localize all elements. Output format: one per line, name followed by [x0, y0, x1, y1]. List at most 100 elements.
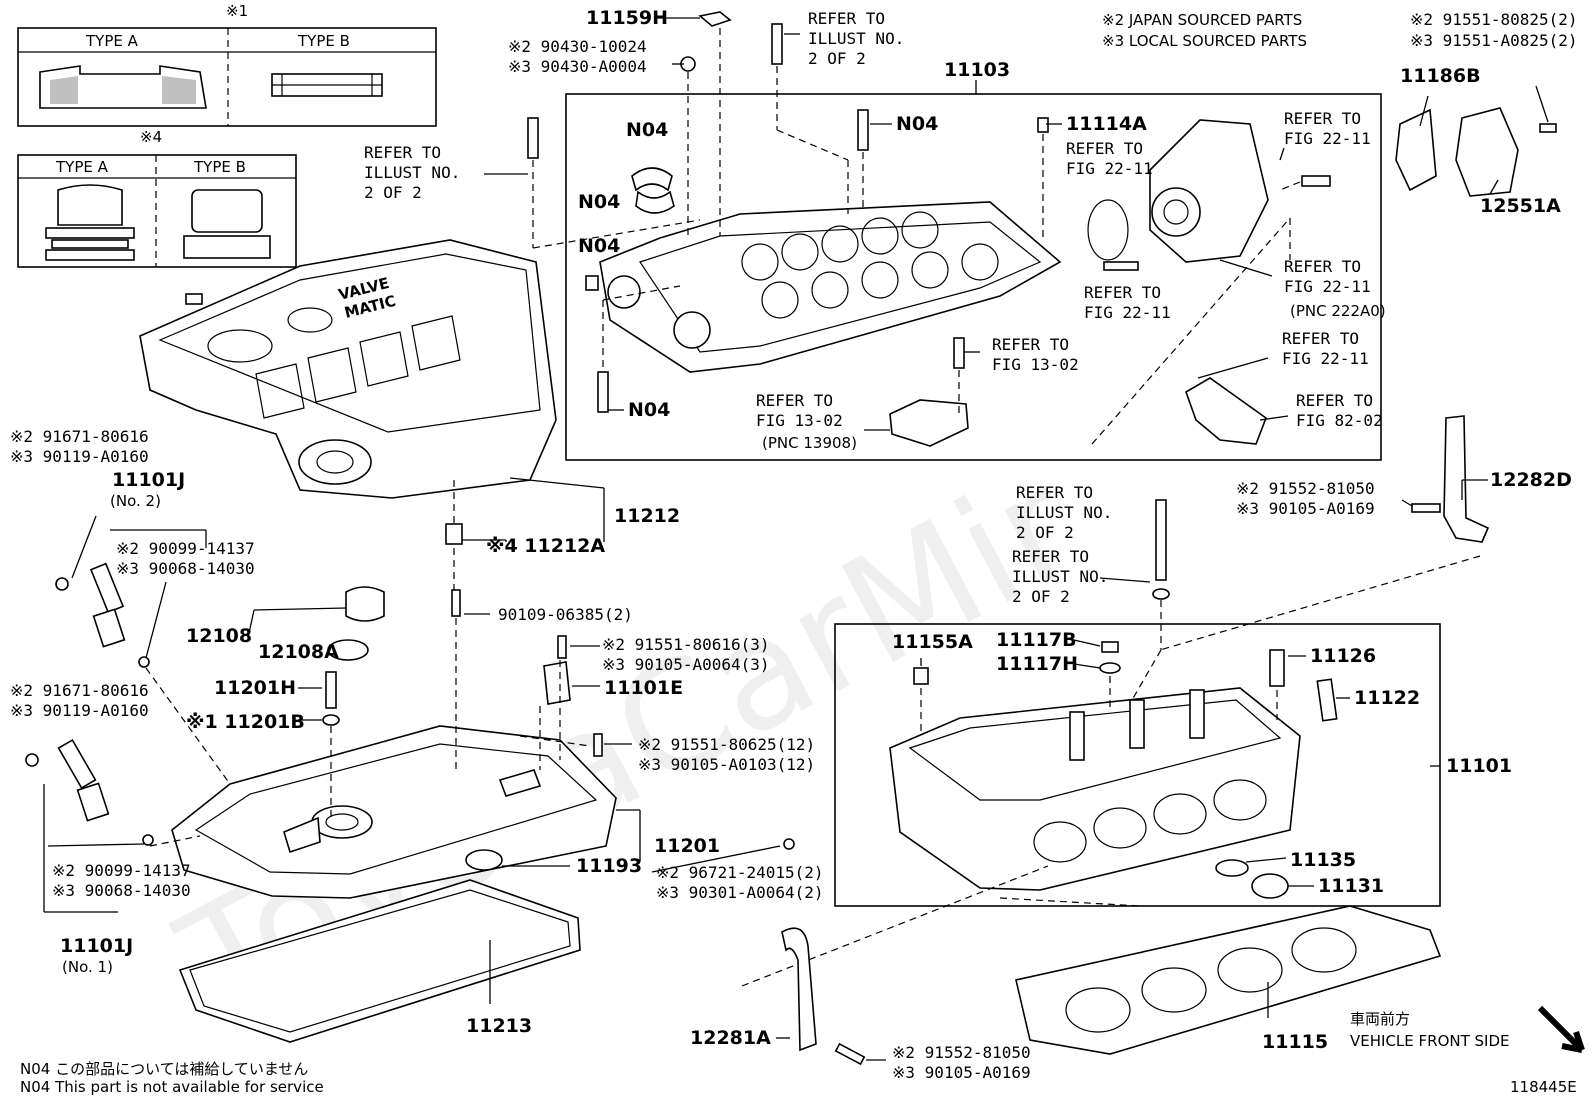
inset-type-gasket: ※1 TYPE A TYPE B	[17, 2, 437, 127]
plug-type-a	[57, 184, 123, 226]
label-n04-b[interactable]: N04	[578, 191, 620, 213]
part-90301-a0064[interactable]: ※3 90301-A0064(2)	[656, 883, 824, 902]
refer-mid-a2: ILLUST NO.	[1016, 503, 1112, 522]
inset-type-b-label: TYPE B	[297, 32, 350, 50]
bolt-91551-80616	[557, 635, 567, 659]
part-91551-80825[interactable]: ※2 91551-80825(2)	[1410, 10, 1578, 29]
bolt-refer-left	[527, 117, 539, 159]
part-91552-81050-bottom[interactable]: ※2 91552-81050	[892, 1043, 1031, 1062]
label-11135[interactable]: 11135	[1290, 849, 1356, 871]
label-n04-e[interactable]: N04	[628, 399, 670, 421]
plug-11212a	[445, 523, 463, 545]
bearing-n04-lower	[635, 190, 675, 214]
part-91552-81050-right[interactable]: ※2 91552-81050	[1236, 479, 1375, 498]
label-n04-d[interactable]: N04	[896, 113, 938, 135]
part-91671-80616-bot[interactable]: ※2 91671-80616	[10, 681, 149, 700]
part-11159h	[698, 11, 732, 27]
label-11186b[interactable]: 11186B	[1400, 65, 1481, 87]
inset-mark-1: ※1	[226, 2, 248, 20]
part-90119-a0160-bot[interactable]: ※3 90119-A0160	[10, 701, 149, 720]
refer-2211-d2: FIG 22-11	[1284, 277, 1371, 296]
bolt-hanger-right	[1411, 503, 1441, 513]
box-11103	[565, 93, 1382, 461]
label-11122[interactable]: 11122	[1354, 687, 1420, 709]
part-90430-a0004[interactable]: ※3 90430-A0004	[508, 57, 647, 76]
label-11212a[interactable]: ※4 11212A	[486, 535, 605, 557]
label-11117h[interactable]: 11117H	[996, 653, 1078, 675]
footnote-en: N04 This part is not available for servi…	[20, 1078, 324, 1096]
label-11201[interactable]: 11201	[654, 835, 720, 857]
stud-fig22-11	[1103, 261, 1139, 271]
label-no1: (No. 1)	[62, 958, 113, 976]
label-12282d[interactable]: 12282D	[1490, 469, 1572, 491]
part-90068-14030-top[interactable]: ※3 90068-14030	[116, 559, 255, 578]
part-96721-24015[interactable]: ※2 96721-24015(2)	[656, 863, 824, 882]
part-91551-a0825[interactable]: ※3 91551-A0825(2)	[1410, 31, 1578, 50]
label-11101e[interactable]: 11101E	[604, 677, 683, 699]
label-11201h[interactable]: 11201H	[214, 677, 296, 699]
label-11159h[interactable]: 11159H	[586, 7, 668, 29]
part-91671-80616-top[interactable]: ※2 91671-80616	[10, 427, 149, 446]
label-11117b[interactable]: 11117B	[996, 629, 1077, 651]
label-12551a[interactable]: 12551A	[1480, 195, 1561, 217]
part-90105-a0169-right[interactable]: ※3 90105-A0169	[1236, 499, 1375, 518]
label-12108[interactable]: 12108	[186, 625, 252, 647]
label-11101j-no1[interactable]: 11101J	[60, 935, 133, 957]
part-90109-06385[interactable]: 90109-06385(2)	[498, 605, 633, 624]
label-12281a[interactable]: 12281A	[690, 1027, 771, 1049]
bracket-fig82-02	[1185, 377, 1267, 445]
toyota-logo-icon	[287, 307, 333, 333]
pin-11114a	[1037, 117, 1049, 133]
head-gasket-11115	[1015, 905, 1442, 1055]
refer-1302-b1: REFER TO	[756, 391, 833, 410]
part-90119-a0160-top[interactable]: ※3 90119-A0160	[10, 447, 149, 466]
camshaft-housing	[599, 201, 1062, 373]
label-11103[interactable]: 11103	[944, 59, 1010, 81]
label-12108a[interactable]: 12108A	[258, 641, 339, 663]
bolt-refer-top	[771, 23, 783, 65]
label-11213[interactable]: 11213	[466, 1015, 532, 1037]
label-11201b[interactable]: ※1 11201B	[186, 711, 305, 733]
bolt-n04-lower	[597, 371, 609, 413]
plug-type-a-label: TYPE A	[55, 158, 109, 176]
legend-local: ※3 LOCAL SOURCED PARTS	[1102, 32, 1307, 50]
refer-left-1: REFER TO	[364, 143, 441, 162]
label-11155a[interactable]: 11155A	[892, 631, 973, 653]
refer-left-2: ILLUST NO.	[364, 163, 460, 182]
cylinder-head-11101	[889, 687, 1301, 891]
part-91551-80625[interactable]: ※2 91551-80625(12)	[638, 735, 815, 754]
part-91551-80616[interactable]: ※2 91551-80616(3)	[602, 635, 770, 654]
refer-2211-e1: REFER TO	[1282, 329, 1359, 348]
part-90105-a0064[interactable]: ※3 90105-A0064(3)	[602, 655, 770, 674]
part-90068-14030-bot[interactable]: ※3 90068-14030	[52, 881, 191, 900]
refer-top-3: 2 OF 2	[808, 49, 866, 68]
label-n04-c[interactable]: N04	[578, 235, 620, 257]
inset-mark-4: ※4	[140, 128, 162, 146]
washer-refer-mid	[1152, 588, 1170, 600]
pin-n04	[585, 275, 599, 291]
pipe-11122	[1316, 678, 1338, 722]
part-90099-14137-bot[interactable]: ※2 90099-14137	[52, 861, 191, 880]
part-90105-a0103[interactable]: ※3 90105-A0103(12)	[638, 755, 815, 774]
label-11126[interactable]: 11126	[1310, 645, 1376, 667]
refer-mid-b3: 2 OF 2	[1012, 587, 1070, 606]
vehicle-front-arrow-icon	[1537, 1005, 1585, 1053]
label-11101j-no2[interactable]: 11101J	[112, 469, 185, 491]
plug-type-b	[191, 189, 263, 233]
vehicle-front-en: VEHICLE FRONT SIDE	[1350, 1032, 1510, 1050]
bolt-91551-80625	[593, 733, 603, 757]
refer-mid-b1: REFER TO	[1012, 547, 1089, 566]
label-11115[interactable]: 11115	[1262, 1031, 1328, 1053]
label-11212[interactable]: 11212	[614, 505, 680, 527]
label-11193[interactable]: 11193	[576, 855, 642, 877]
label-11131[interactable]: 11131	[1318, 875, 1384, 897]
label-n04-a[interactable]: N04	[626, 119, 668, 141]
part-90430-10024[interactable]: ※2 90430-10024	[508, 37, 647, 56]
label-11114a[interactable]: 11114A	[1066, 113, 1147, 135]
refer-1302-a2: FIG 13-02	[992, 355, 1079, 374]
part-90099-14137-top[interactable]: ※2 90099-14137	[116, 539, 255, 558]
label-11101[interactable]: 11101	[1446, 755, 1512, 777]
part-90105-a0169-bottom[interactable]: ※3 90105-A0169	[892, 1063, 1031, 1082]
